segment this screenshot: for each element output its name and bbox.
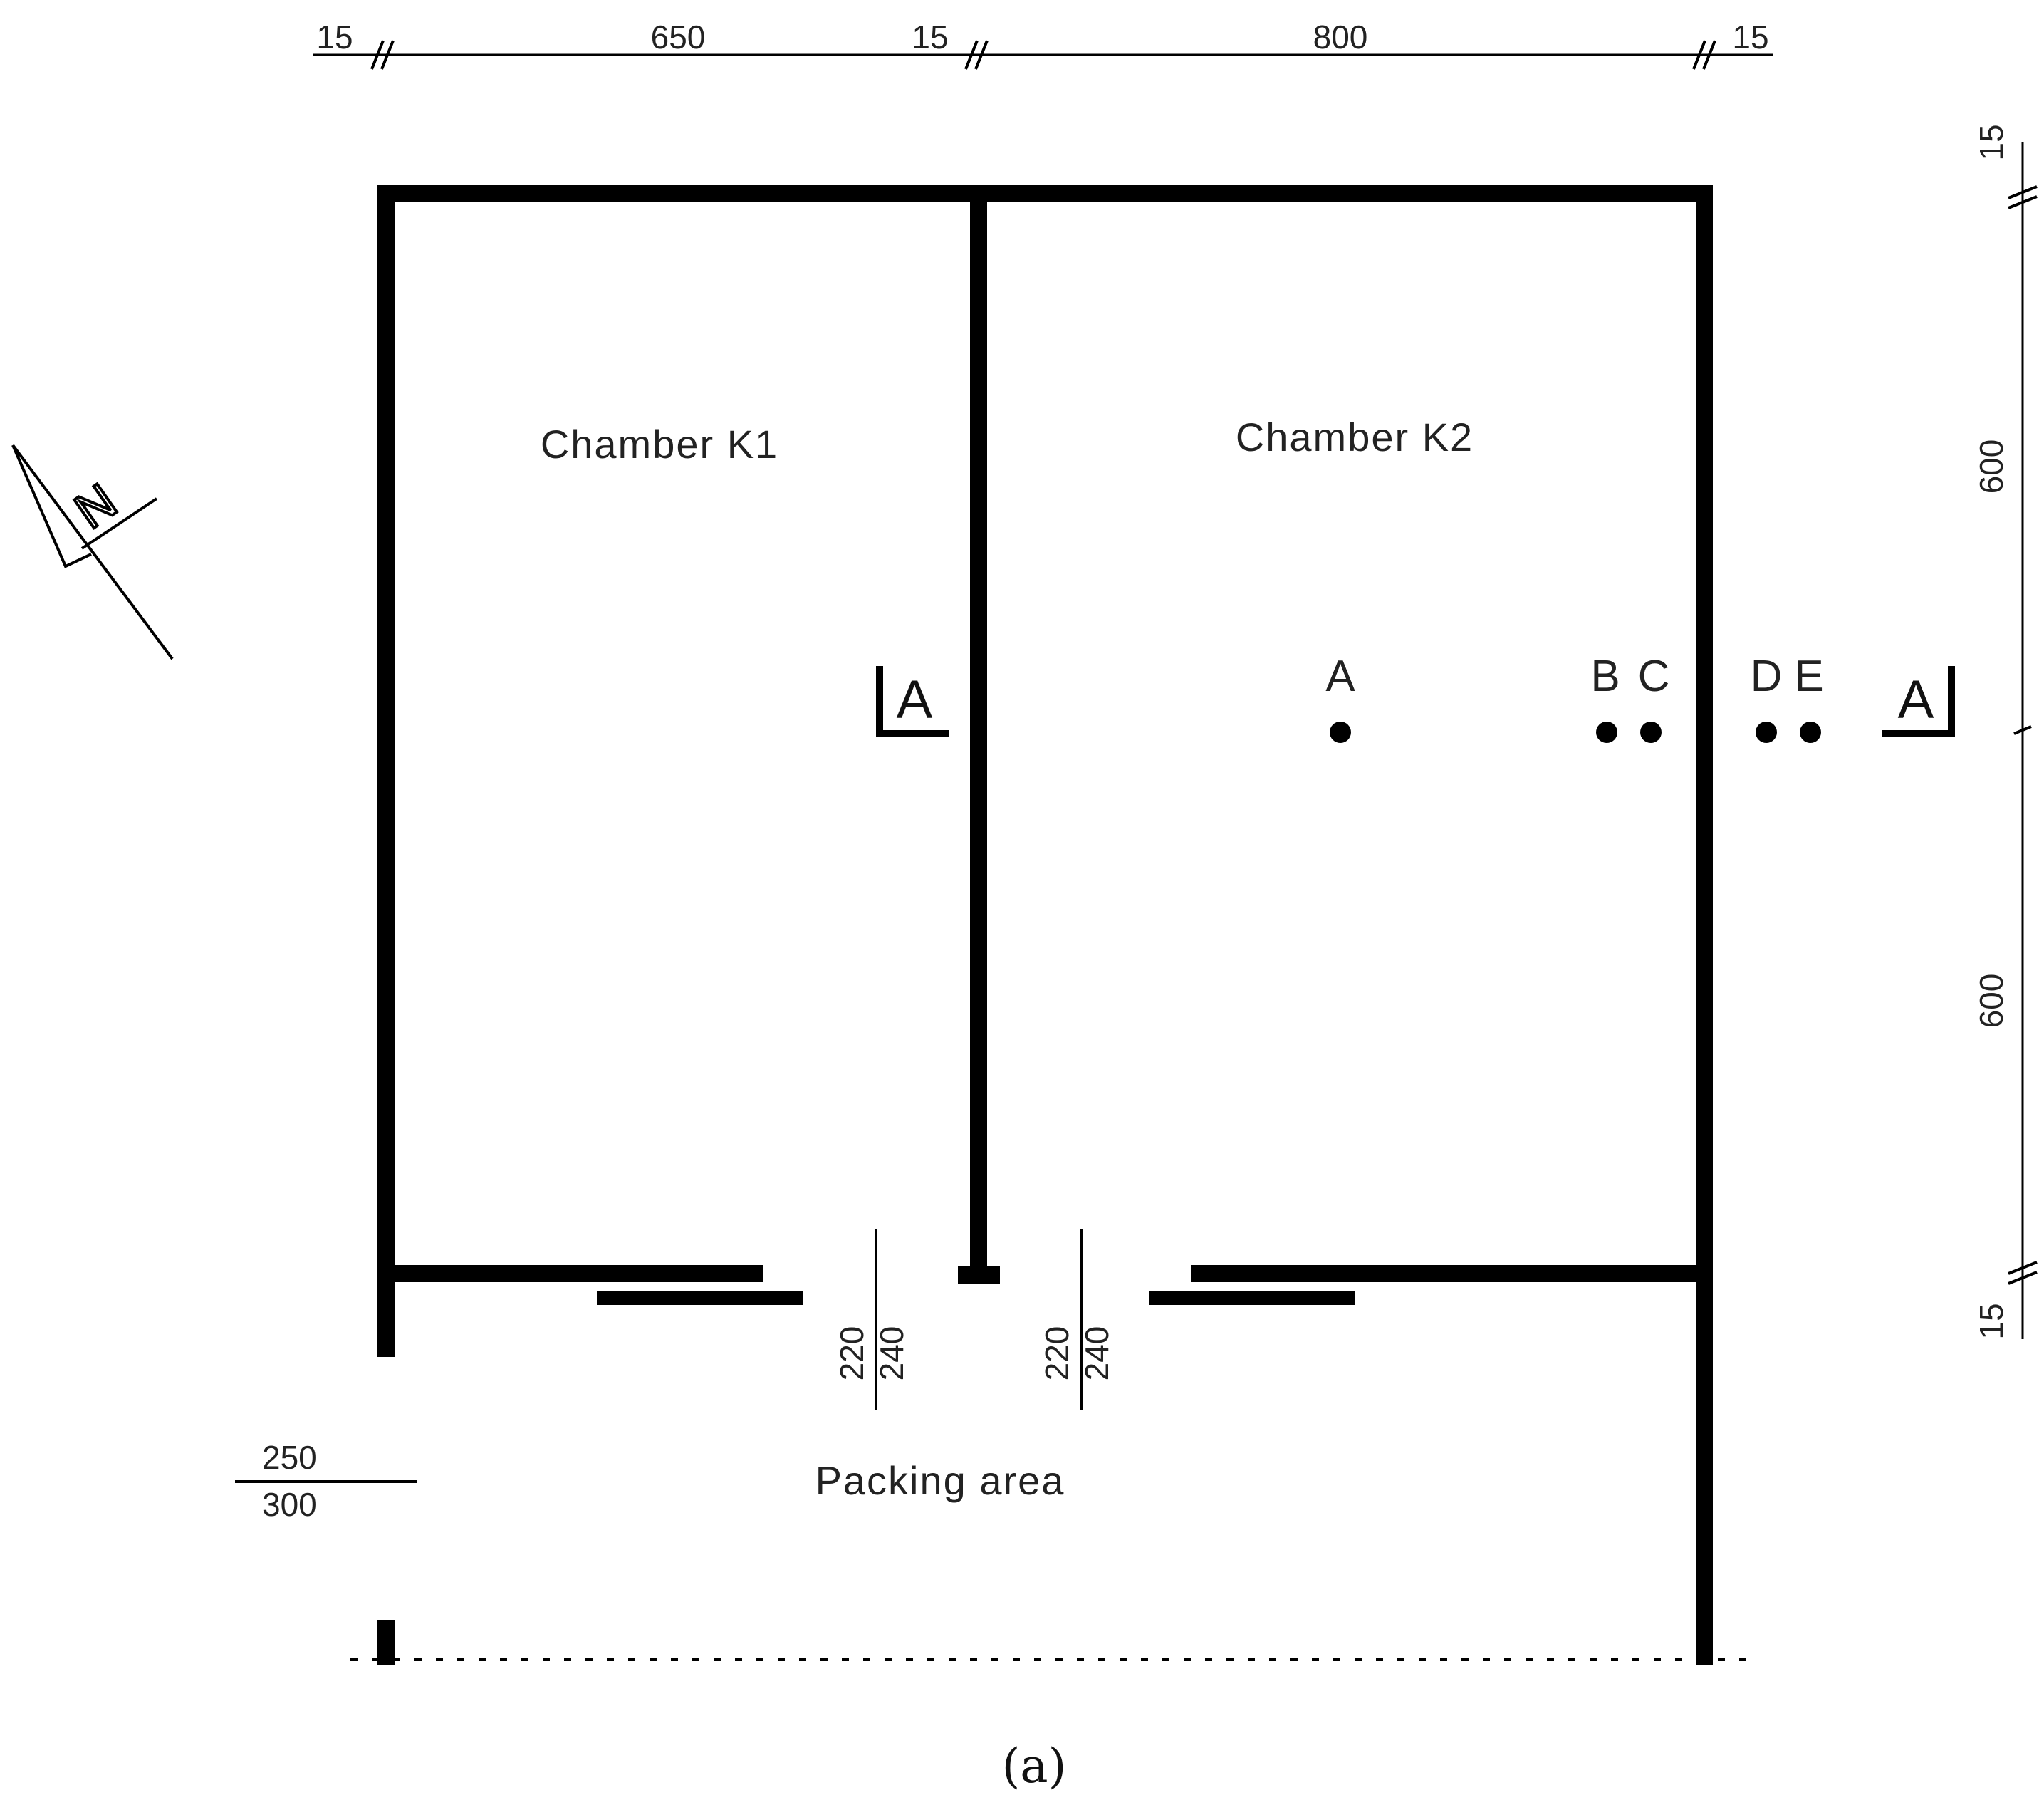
height-lower: 300 xyxy=(262,1486,317,1523)
section-marker-left: A xyxy=(876,666,949,737)
room-label-packing: Packing area xyxy=(815,1458,1065,1503)
dimension-tick xyxy=(2013,725,2032,735)
dimension-tick xyxy=(2008,1261,2038,1285)
door-right-height-2: 240 xyxy=(1078,1326,1115,1381)
top-dimension-line: 15 650 15 800 15 xyxy=(313,19,1773,70)
dim-top-4: 800 xyxy=(1313,19,1368,56)
dimension-tick xyxy=(1692,40,1716,70)
dim-right-1: 15 xyxy=(1973,124,2010,160)
point-c xyxy=(1640,722,1662,743)
point-b xyxy=(1596,722,1617,743)
door-right-height-1: 220 xyxy=(1038,1326,1075,1381)
room-label-k2: Chamber K2 xyxy=(1236,415,1474,459)
point-e xyxy=(1800,722,1821,743)
height-marker: 250 300 xyxy=(235,1439,417,1523)
right-dimension-line: 15 600 600 15 xyxy=(1973,124,2038,1340)
point-label-d: D xyxy=(1751,652,1783,701)
north-arrow-icon: N xyxy=(11,444,174,660)
dim-right-4: 15 xyxy=(1973,1303,2010,1339)
point-label-c: C xyxy=(1638,652,1670,701)
section-label-left: A xyxy=(897,670,933,730)
point-label-b: B xyxy=(1590,652,1620,701)
figure-caption: (a) xyxy=(1002,1739,1067,1794)
door-dimension-right: 220 240 xyxy=(1038,1229,1115,1410)
section-marker-right: A xyxy=(1882,666,1955,737)
dim-right-2: 600 xyxy=(1973,439,2010,494)
dimension-tick xyxy=(964,40,989,70)
door-left-height-1: 220 xyxy=(833,1326,870,1381)
dimension-tick xyxy=(370,40,395,70)
door-left-height-2: 240 xyxy=(873,1326,910,1381)
dim-right-3: 600 xyxy=(1973,974,2010,1029)
dim-top-3: 15 xyxy=(912,19,948,56)
measurement-points: A B C D E xyxy=(1325,652,1824,743)
section-label-right: A xyxy=(1898,670,1934,730)
room-label-k1: Chamber K1 xyxy=(541,422,778,467)
door-dimension-left: 220 240 xyxy=(833,1229,910,1410)
point-a xyxy=(1330,722,1351,743)
walls xyxy=(377,185,1713,1665)
point-label-a: A xyxy=(1325,652,1355,701)
dim-top-5: 15 xyxy=(1732,19,1768,56)
height-upper: 250 xyxy=(262,1439,317,1476)
dimension-tick xyxy=(2008,185,2038,209)
point-d xyxy=(1756,722,1777,743)
dim-top-1: 15 xyxy=(316,19,353,56)
dim-top-2: 650 xyxy=(651,19,706,56)
point-label-e: E xyxy=(1794,652,1823,701)
